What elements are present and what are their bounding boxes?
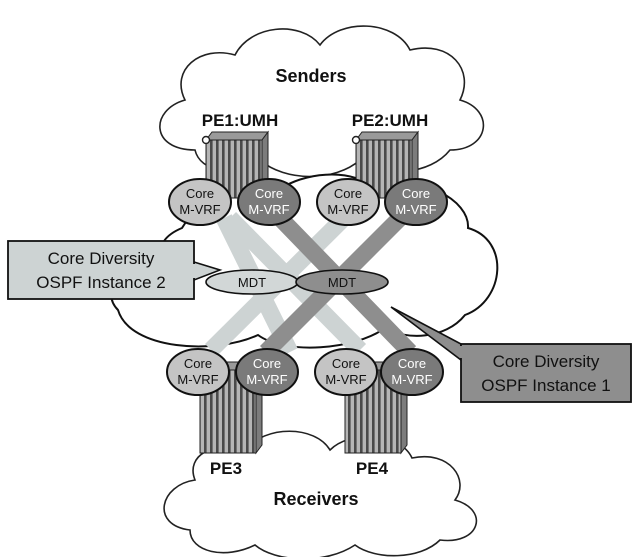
mdt-instance2: MDT xyxy=(205,269,299,295)
pe2-label: PE2:UMH xyxy=(352,111,429,130)
pe1-connector xyxy=(201,135,211,145)
mvrf-line1: Core xyxy=(184,356,212,371)
callout-instance1-line2: OSPF Instance 1 xyxy=(481,376,610,395)
mvrf-line2: M-VRF xyxy=(327,202,368,217)
core-mvrf-pe2-instance2: Core M-VRF xyxy=(316,178,380,226)
core-mvrf-pe2-instance1: Core M-VRF xyxy=(384,178,448,226)
core-mvrf-pe4-instance1: Core M-VRF xyxy=(380,348,444,396)
mvrf-line2: M-VRF xyxy=(391,372,432,387)
pe3-label: PE3 xyxy=(210,459,242,478)
senders-label: Senders xyxy=(275,66,346,86)
pe4-label: PE4 xyxy=(356,459,389,478)
mvrf-line2: M-VRF xyxy=(179,202,220,217)
mvrf-line2: M-VRF xyxy=(325,372,366,387)
core-mvrf-pe1-instance1: Core M-VRF xyxy=(237,178,301,226)
mvrf-line1: Core xyxy=(332,356,360,371)
mvrf-line2: M-VRF xyxy=(177,372,218,387)
mvrf-line2: M-VRF xyxy=(246,372,287,387)
mvrf-line1: Core xyxy=(255,186,283,201)
mvrf-line1: Core xyxy=(398,356,426,371)
core-mvrf-pe3-instance2: Core M-VRF xyxy=(166,348,230,396)
mdt-instance2-label: MDT xyxy=(238,275,266,290)
pe2-connector xyxy=(351,135,361,145)
mvrf-line1: Core xyxy=(334,186,362,201)
pe1-label: PE1:UMH xyxy=(202,111,279,130)
callout-instance1: Core Diversity OSPF Instance 1 xyxy=(390,306,632,403)
receivers-label: Receivers xyxy=(273,489,358,509)
callout-instance2: Core Diversity OSPF Instance 2 xyxy=(7,240,223,300)
callout-instance2-line1: Core Diversity xyxy=(48,249,155,268)
mvrf-line2: M-VRF xyxy=(248,202,289,217)
mvrf-line1: Core xyxy=(186,186,214,201)
core-mvrf-pe1-instance2: Core M-VRF xyxy=(168,178,232,226)
mdt-instance1: MDT xyxy=(295,269,389,295)
core-mvrf-pe3-instance1: Core M-VRF xyxy=(235,348,299,396)
mvrf-line1: Core xyxy=(402,186,430,201)
core-mvrf-pe4-instance2: Core M-VRF xyxy=(314,348,378,396)
mvrf-line1: Core xyxy=(253,356,281,371)
mvrf-line2: M-VRF xyxy=(395,202,436,217)
mdt-instance1-label: MDT xyxy=(328,275,356,290)
callout-instance1-line1: Core Diversity xyxy=(493,352,600,371)
callout-instance2-line2: OSPF Instance 2 xyxy=(36,273,165,292)
